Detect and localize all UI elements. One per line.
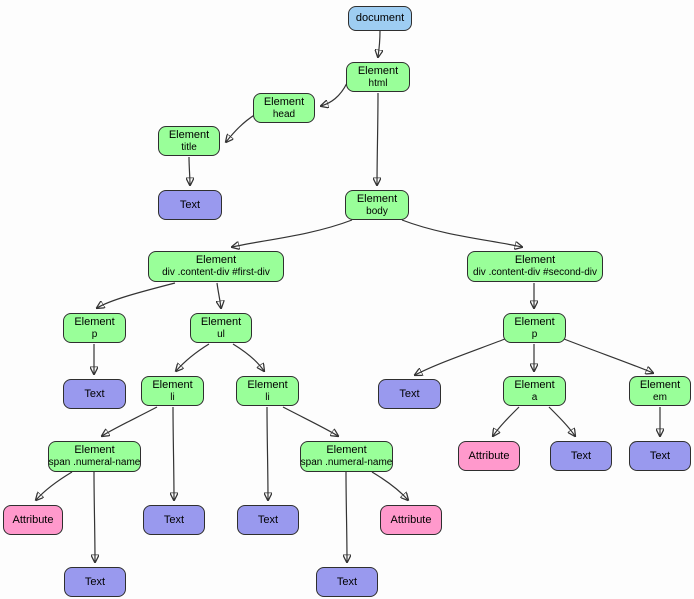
node-document: document	[348, 6, 412, 31]
node-selector-label: span .numeral-name	[48, 457, 141, 468]
node-text-li-2: Text	[237, 505, 299, 535]
node-selector-label: div .content-div #second-div	[473, 267, 597, 278]
node-type-label: Element	[639, 378, 681, 391]
node-label: Text	[163, 513, 185, 526]
node-element-span-2: Element span .numeral-name	[300, 441, 393, 472]
node-selector-label: li	[170, 391, 175, 403]
node-attribute-span-2: Attribute	[380, 505, 442, 535]
node-attribute-a: Attribute	[458, 441, 520, 471]
node-label: Text	[649, 449, 671, 462]
node-type-label: Element	[74, 315, 115, 328]
node-text-span-1: Text	[64, 567, 126, 597]
edge-span1-text	[94, 471, 95, 562]
node-selector-label: li	[265, 391, 270, 403]
node-attribute-span-1: Attribute	[3, 505, 63, 535]
node-label: Text	[336, 575, 358, 588]
node-selector-label: p	[531, 328, 538, 340]
edge-html-head	[321, 82, 348, 106]
edge-title-text	[189, 156, 190, 185]
node-selector-label: ul	[217, 328, 225, 340]
edge-body-divfirst	[232, 219, 353, 247]
node-type-label: Element	[200, 315, 242, 328]
node-element-div-first: Element div .content-div #first-div	[148, 251, 284, 282]
node-element-div-second: Element div .content-div #second-div	[467, 251, 603, 282]
node-selector-label: body	[366, 205, 388, 217]
edge-document-html	[378, 30, 380, 57]
node-element-li-2: Element li	[236, 376, 299, 406]
node-label: Attribute	[12, 513, 54, 526]
node-text-p-2: Text	[378, 379, 441, 409]
node-type-label: Element	[326, 444, 367, 456]
node-text-title: Text	[158, 190, 222, 220]
node-type-label: Element	[357, 64, 399, 77]
edge-head-title	[226, 113, 257, 142]
node-element-body: Element body	[345, 190, 409, 220]
node-element-span-1: Element span .numeral-name	[48, 441, 141, 472]
edge-a-text	[548, 406, 575, 436]
edge-span2-text	[346, 471, 347, 562]
node-selector-label: em	[653, 391, 667, 403]
node-selector-label: html	[368, 77, 388, 89]
edge-divfirst-ul	[217, 282, 221, 308]
node-label: Text	[257, 513, 279, 526]
node-text-p-1: Text	[63, 379, 126, 409]
node-type-label: Element	[514, 254, 556, 266]
node-element-li-1: Element li	[141, 376, 204, 406]
node-label: Attribute	[468, 449, 510, 462]
edge-li2-text	[267, 406, 268, 500]
node-label: Text	[399, 387, 420, 400]
node-element-p-2: Element p	[503, 313, 566, 343]
edge-html-body	[377, 92, 378, 185]
node-element-ul: Element ul	[190, 313, 252, 343]
node-type-label: Element	[152, 378, 193, 391]
edge-p2-em	[563, 338, 653, 373]
node-type-label: Element	[356, 192, 398, 205]
node-selector-label: title	[181, 141, 197, 153]
edge-li1-span1	[102, 406, 158, 436]
edge-ul-li1	[176, 343, 210, 371]
edge-span2-attr	[371, 471, 408, 500]
node-selector-label: head	[272, 108, 296, 120]
node-text-a: Text	[550, 441, 612, 471]
node-type-label: Element	[247, 378, 288, 391]
node-selector-label: span .numeral-name	[300, 457, 393, 468]
node-element-em: Element em	[629, 376, 691, 406]
edge-a-attr	[493, 406, 520, 436]
edge-p2-text	[415, 338, 506, 375]
node-label: Text	[570, 449, 592, 462]
edge-li2-span2	[282, 406, 338, 436]
node-type-label: Element	[195, 254, 237, 266]
node-label: Text	[84, 575, 106, 588]
node-label: Attribute	[390, 513, 432, 526]
node-selector-label: p	[91, 328, 98, 340]
edge-span1-attr	[36, 471, 73, 500]
edge-body-divsecond	[401, 219, 522, 247]
node-selector-label: a	[531, 391, 538, 403]
edge-divfirst-p1	[97, 282, 176, 308]
node-type-label: Element	[74, 444, 115, 456]
node-type-label: Element	[168, 128, 210, 141]
node-text-span-2: Text	[316, 567, 378, 597]
node-text-em: Text	[629, 441, 691, 471]
node-selector-label: div .content-div #first-div	[162, 267, 270, 278]
node-type-label: Element	[514, 378, 555, 391]
edge-li1-text	[173, 406, 174, 500]
node-element-p-1: Element p	[63, 313, 126, 343]
node-text-li-1: Text	[143, 505, 205, 535]
node-label: document	[355, 12, 405, 24]
node-type-label: Element	[263, 95, 305, 108]
node-label: Text	[84, 387, 105, 400]
node-element-a: Element a	[503, 376, 566, 406]
node-element-title: Element title	[158, 126, 220, 156]
node-element-html: Element html	[346, 62, 410, 92]
node-type-label: Element	[514, 315, 555, 328]
node-label: Text	[179, 198, 201, 211]
edge-ul-li2	[232, 343, 264, 371]
node-element-head: Element head	[253, 93, 315, 123]
